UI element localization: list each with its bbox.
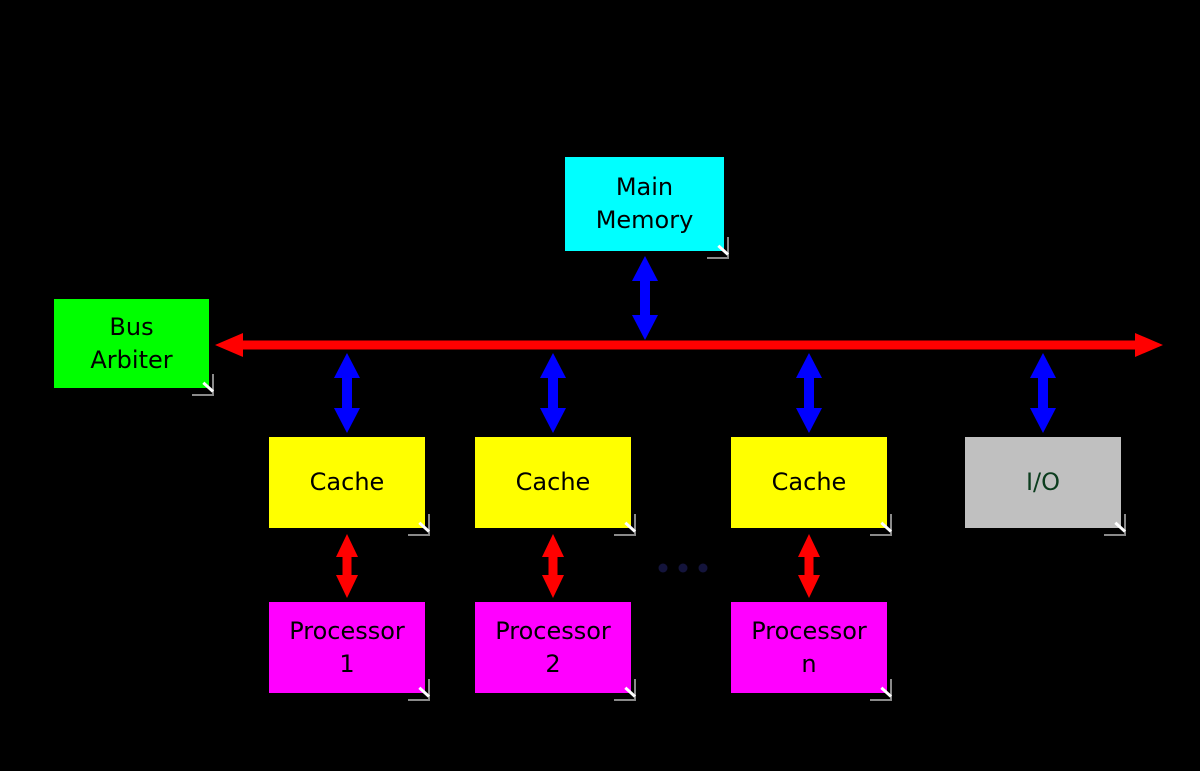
memory-bus-up-arrowhead — [632, 256, 658, 281]
label-line: n — [801, 649, 817, 678]
io-label: I/O — [1026, 466, 1060, 499]
box-shadow-line — [428, 679, 430, 701]
cache-3-label: Cache — [772, 466, 847, 499]
memory-bus-arrow — [632, 256, 658, 340]
box-shadow-line — [614, 534, 636, 536]
bus-arbiter-label: Bus Arbiter — [90, 311, 172, 377]
node-main-memory: Main Memory — [563, 155, 730, 259]
label-line: Processor — [495, 616, 611, 645]
box-shadow-line — [1124, 514, 1126, 536]
node-processor-n: Processor n — [729, 600, 893, 701]
proc2-cache2-arrow — [542, 534, 564, 598]
node-cache-2: Cache — [473, 435, 637, 536]
box-shadow-line — [408, 699, 430, 701]
box-shadow-line — [870, 699, 892, 701]
ellipsis-dot — [698, 563, 708, 573]
processor-n-label: Processor n — [751, 615, 867, 681]
ellipsis-dots — [658, 563, 708, 573]
cache2-bus-down-arrowhead — [540, 408, 566, 433]
node-cache-3: Cache — [729, 435, 893, 536]
io-bus-down-arrowhead — [1030, 408, 1056, 433]
cache3-bus-arrow — [796, 353, 822, 433]
label-line: Processor — [751, 616, 867, 645]
cache1-bus-down-arrowhead — [334, 408, 360, 433]
processor-2-label: Processor 2 — [495, 615, 611, 681]
cache-2-label: Cache — [516, 466, 591, 499]
label-line: Processor — [289, 616, 405, 645]
system-bus-right-arrowhead — [1135, 333, 1163, 357]
box-shadow-line — [890, 679, 892, 701]
label-line: I/O — [1025, 468, 1061, 496]
proc2-cache2-down-arrowhead — [542, 575, 564, 598]
proc1-cache1-up-arrowhead — [336, 534, 358, 557]
cache1-bus-up-arrowhead — [334, 353, 360, 378]
cache1-bus-arrow — [334, 353, 360, 433]
box-shadow-line — [614, 699, 636, 701]
label-line: Arbiter — [90, 345, 173, 374]
io-bus-up-arrowhead — [1030, 353, 1056, 378]
cache-1-label: Cache — [310, 466, 385, 499]
label-line: Cache — [309, 468, 385, 496]
system-bus-left-arrowhead — [215, 333, 243, 357]
processor-1-label: Processor 1 — [289, 615, 405, 681]
label-line: Memory — [595, 206, 694, 234]
procn-cache3-up-arrowhead — [798, 534, 820, 557]
label-line: 2 — [545, 649, 561, 678]
ellipsis-dot — [658, 563, 668, 573]
procn-cache3-down-arrowhead — [798, 575, 820, 598]
memory-bus-down-arrowhead — [632, 315, 658, 340]
proc2-cache2-up-arrowhead — [542, 534, 564, 557]
node-bus-arbiter: Bus Arbiter — [52, 297, 215, 396]
label-line: Bus — [109, 312, 154, 341]
box-shadow-line — [1104, 534, 1126, 536]
node-io: I/O — [963, 435, 1127, 536]
box-shadow-line — [212, 374, 214, 396]
io-bus-arrow — [1030, 353, 1056, 433]
node-processor-1: Processor 1 — [267, 600, 431, 701]
node-cache-1: Cache — [267, 435, 431, 536]
box-shadow-line — [727, 237, 729, 259]
box-shadow-line — [890, 514, 892, 536]
box-shadow-line — [707, 257, 729, 259]
box-shadow-line — [634, 514, 636, 536]
box-shadow-line — [408, 534, 430, 536]
procn-cache3-arrow — [798, 534, 820, 598]
system-bus-arrow — [215, 333, 1163, 357]
proc1-cache1-down-arrowhead — [336, 575, 358, 598]
label-line: Main — [615, 173, 674, 201]
ellipsis-dot — [678, 563, 688, 573]
cache2-bus-arrow — [540, 353, 566, 433]
label-line: Cache — [771, 468, 847, 496]
cache2-bus-up-arrowhead — [540, 353, 566, 378]
box-shadow-line — [192, 394, 214, 396]
proc1-cache1-arrow — [336, 534, 358, 598]
node-processor-2: Processor 2 — [473, 600, 637, 701]
label-line: Cache — [515, 468, 591, 496]
box-shadow-line — [428, 514, 430, 536]
box-shadow-line — [870, 534, 892, 536]
box-shadow-line — [634, 679, 636, 701]
cache3-bus-up-arrowhead — [796, 353, 822, 378]
label-line: 1 — [339, 649, 355, 678]
main-memory-label: Main Memory — [596, 171, 694, 237]
cache3-bus-down-arrowhead — [796, 408, 822, 433]
